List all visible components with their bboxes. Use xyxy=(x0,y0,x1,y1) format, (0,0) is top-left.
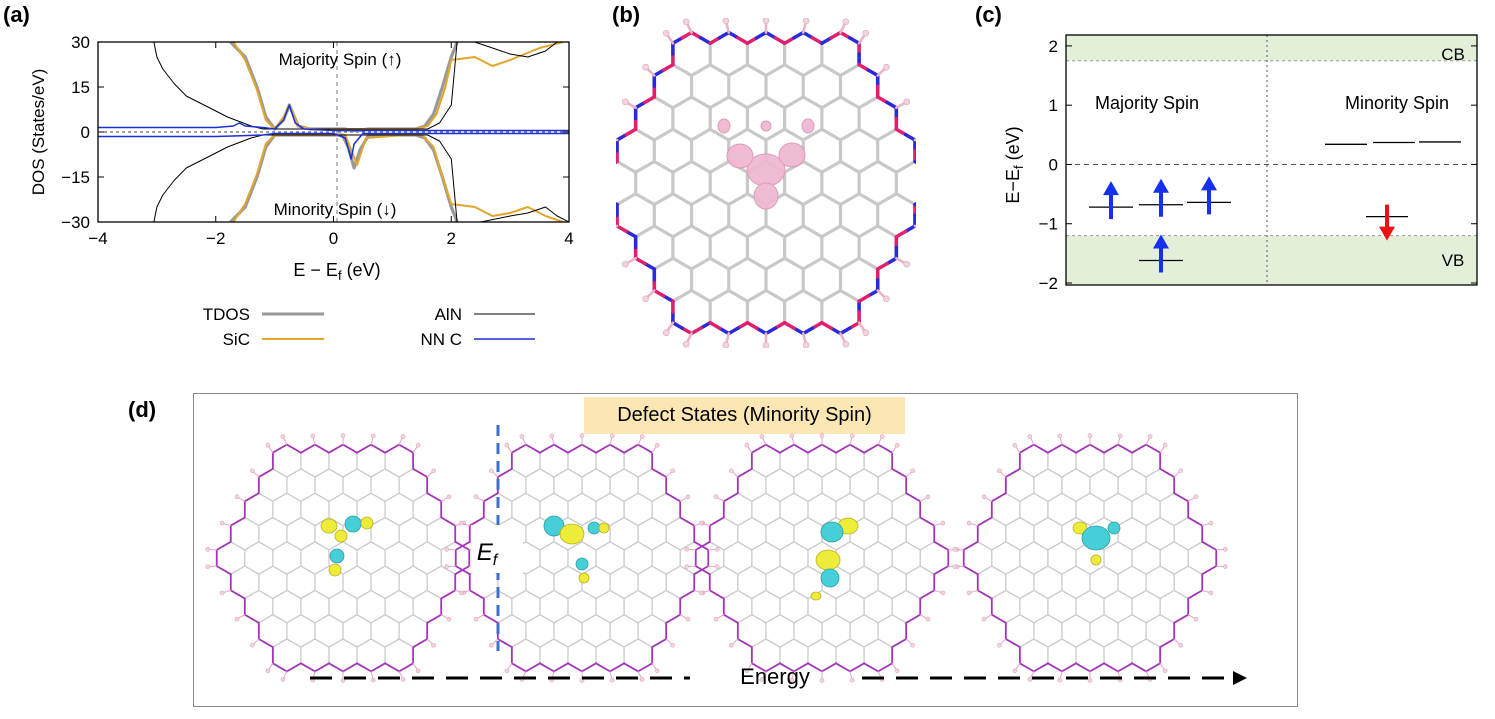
y-tick-label-c: 1 xyxy=(1049,96,1058,115)
x-tick-label: 0 xyxy=(329,229,338,248)
cb-label: CB xyxy=(1441,45,1465,64)
majority-spin-label: Majority Spin (↑) xyxy=(279,50,402,69)
y-tick-label: −30 xyxy=(61,213,90,232)
valence-band-region xyxy=(1066,235,1477,285)
energy-levels xyxy=(1066,35,1477,285)
fermi-level-label-main: E xyxy=(477,539,494,566)
y-axis-label-c-unit: (eV) xyxy=(1003,126,1023,165)
axis-ticks-c: 2 1 0 −1 −2 xyxy=(1039,37,1477,293)
spin-up-arrowhead xyxy=(1201,176,1217,191)
conduction-band-region xyxy=(1066,35,1477,61)
series-aln-majority xyxy=(153,42,569,130)
y-tick-label: 30 xyxy=(71,33,90,52)
y-tick-label: −15 xyxy=(61,168,90,187)
y-tick-label: 0 xyxy=(81,123,90,142)
y-tick-label-c: −2 xyxy=(1039,274,1058,293)
legend-label-sic: SiC xyxy=(223,330,250,349)
minority-spin-label-c: Minority Spin xyxy=(1345,93,1449,113)
spin-up-arrowhead xyxy=(1153,178,1169,193)
panel-label-a: (a) xyxy=(3,2,30,27)
y-axis-label: DOS (States/eV) xyxy=(29,69,48,196)
defect-orbital-lattices xyxy=(205,433,1228,683)
y-axis-label-c-main: E−E xyxy=(1003,169,1023,204)
y-tick-label-c: 2 xyxy=(1049,37,1058,56)
series-nn-c-minority xyxy=(98,132,569,160)
defect-orbital-1 xyxy=(205,433,481,683)
energy-level-diagram: CB VB Majority Spin Minority Spin E−Ef (… xyxy=(1003,34,1478,293)
panel-label-b: (b) xyxy=(612,2,641,27)
spin-up-arrowhead xyxy=(1153,234,1169,249)
defect-orbital-4 xyxy=(952,433,1228,683)
legend-label-aln: AlN xyxy=(435,305,462,324)
dos-chart: −4 −2 0 2 4 30 15 0 −15 −30 Majority Spin (↑) Min… xyxy=(29,33,574,349)
spin-down-arrowhead xyxy=(1379,226,1395,241)
x-axis-label-sub: f xyxy=(338,268,342,283)
fermi-level-label: Ef xyxy=(477,539,499,569)
legend-label-nnc: NN C xyxy=(420,330,462,349)
energy-label: Energy xyxy=(740,664,810,689)
plot-frame-c xyxy=(1065,34,1478,286)
x-tick-label: −4 xyxy=(88,229,107,248)
energy-arrowhead xyxy=(1233,671,1247,685)
majority-spin-label-c: Majority Spin xyxy=(1095,93,1199,113)
y-axis-label-c: E−Ef (eV) xyxy=(1003,126,1026,203)
legend-label-tdos: TDOS xyxy=(203,305,250,324)
legend: TDOS SiC AlN NN C xyxy=(203,305,535,349)
y-axis-label-c-sub: f xyxy=(1011,165,1026,169)
y-tick-label: 15 xyxy=(71,78,90,97)
defect-states-title: Defect States (Minority Spin) xyxy=(584,397,905,434)
series-nn-c-majority xyxy=(98,104,569,132)
defect-structure-image xyxy=(616,18,916,348)
axis-ticks: −4 −2 0 2 4 30 15 0 −15 −30 xyxy=(61,33,574,248)
vb-label: VB xyxy=(1442,251,1465,270)
x-axis-label-main: E − E xyxy=(293,260,338,280)
y-tick-label-c: −1 xyxy=(1039,215,1058,234)
y-tick-label-c: 0 xyxy=(1049,155,1058,174)
fermi-level-label-sub: f xyxy=(493,552,499,569)
spin-up-arrowhead xyxy=(1103,181,1119,196)
x-axis-label-unit: (eV) xyxy=(342,260,381,280)
panel-label-c: (c) xyxy=(975,2,1002,27)
x-tick-label: −2 xyxy=(206,229,225,248)
spin-density-isosurface xyxy=(717,118,815,210)
dos-curves xyxy=(98,42,569,222)
defect-orbital-isosurfaces xyxy=(320,515,1121,601)
x-tick-label: 2 xyxy=(447,229,456,248)
minority-spin-label: Minority Spin (↓) xyxy=(274,200,397,219)
panel-label-d: (d) xyxy=(128,397,157,422)
defect-states-images: Ef Energy xyxy=(205,425,1247,689)
x-axis-label: E − Ef (eV) xyxy=(293,260,380,283)
x-tick-label: 4 xyxy=(564,229,573,248)
